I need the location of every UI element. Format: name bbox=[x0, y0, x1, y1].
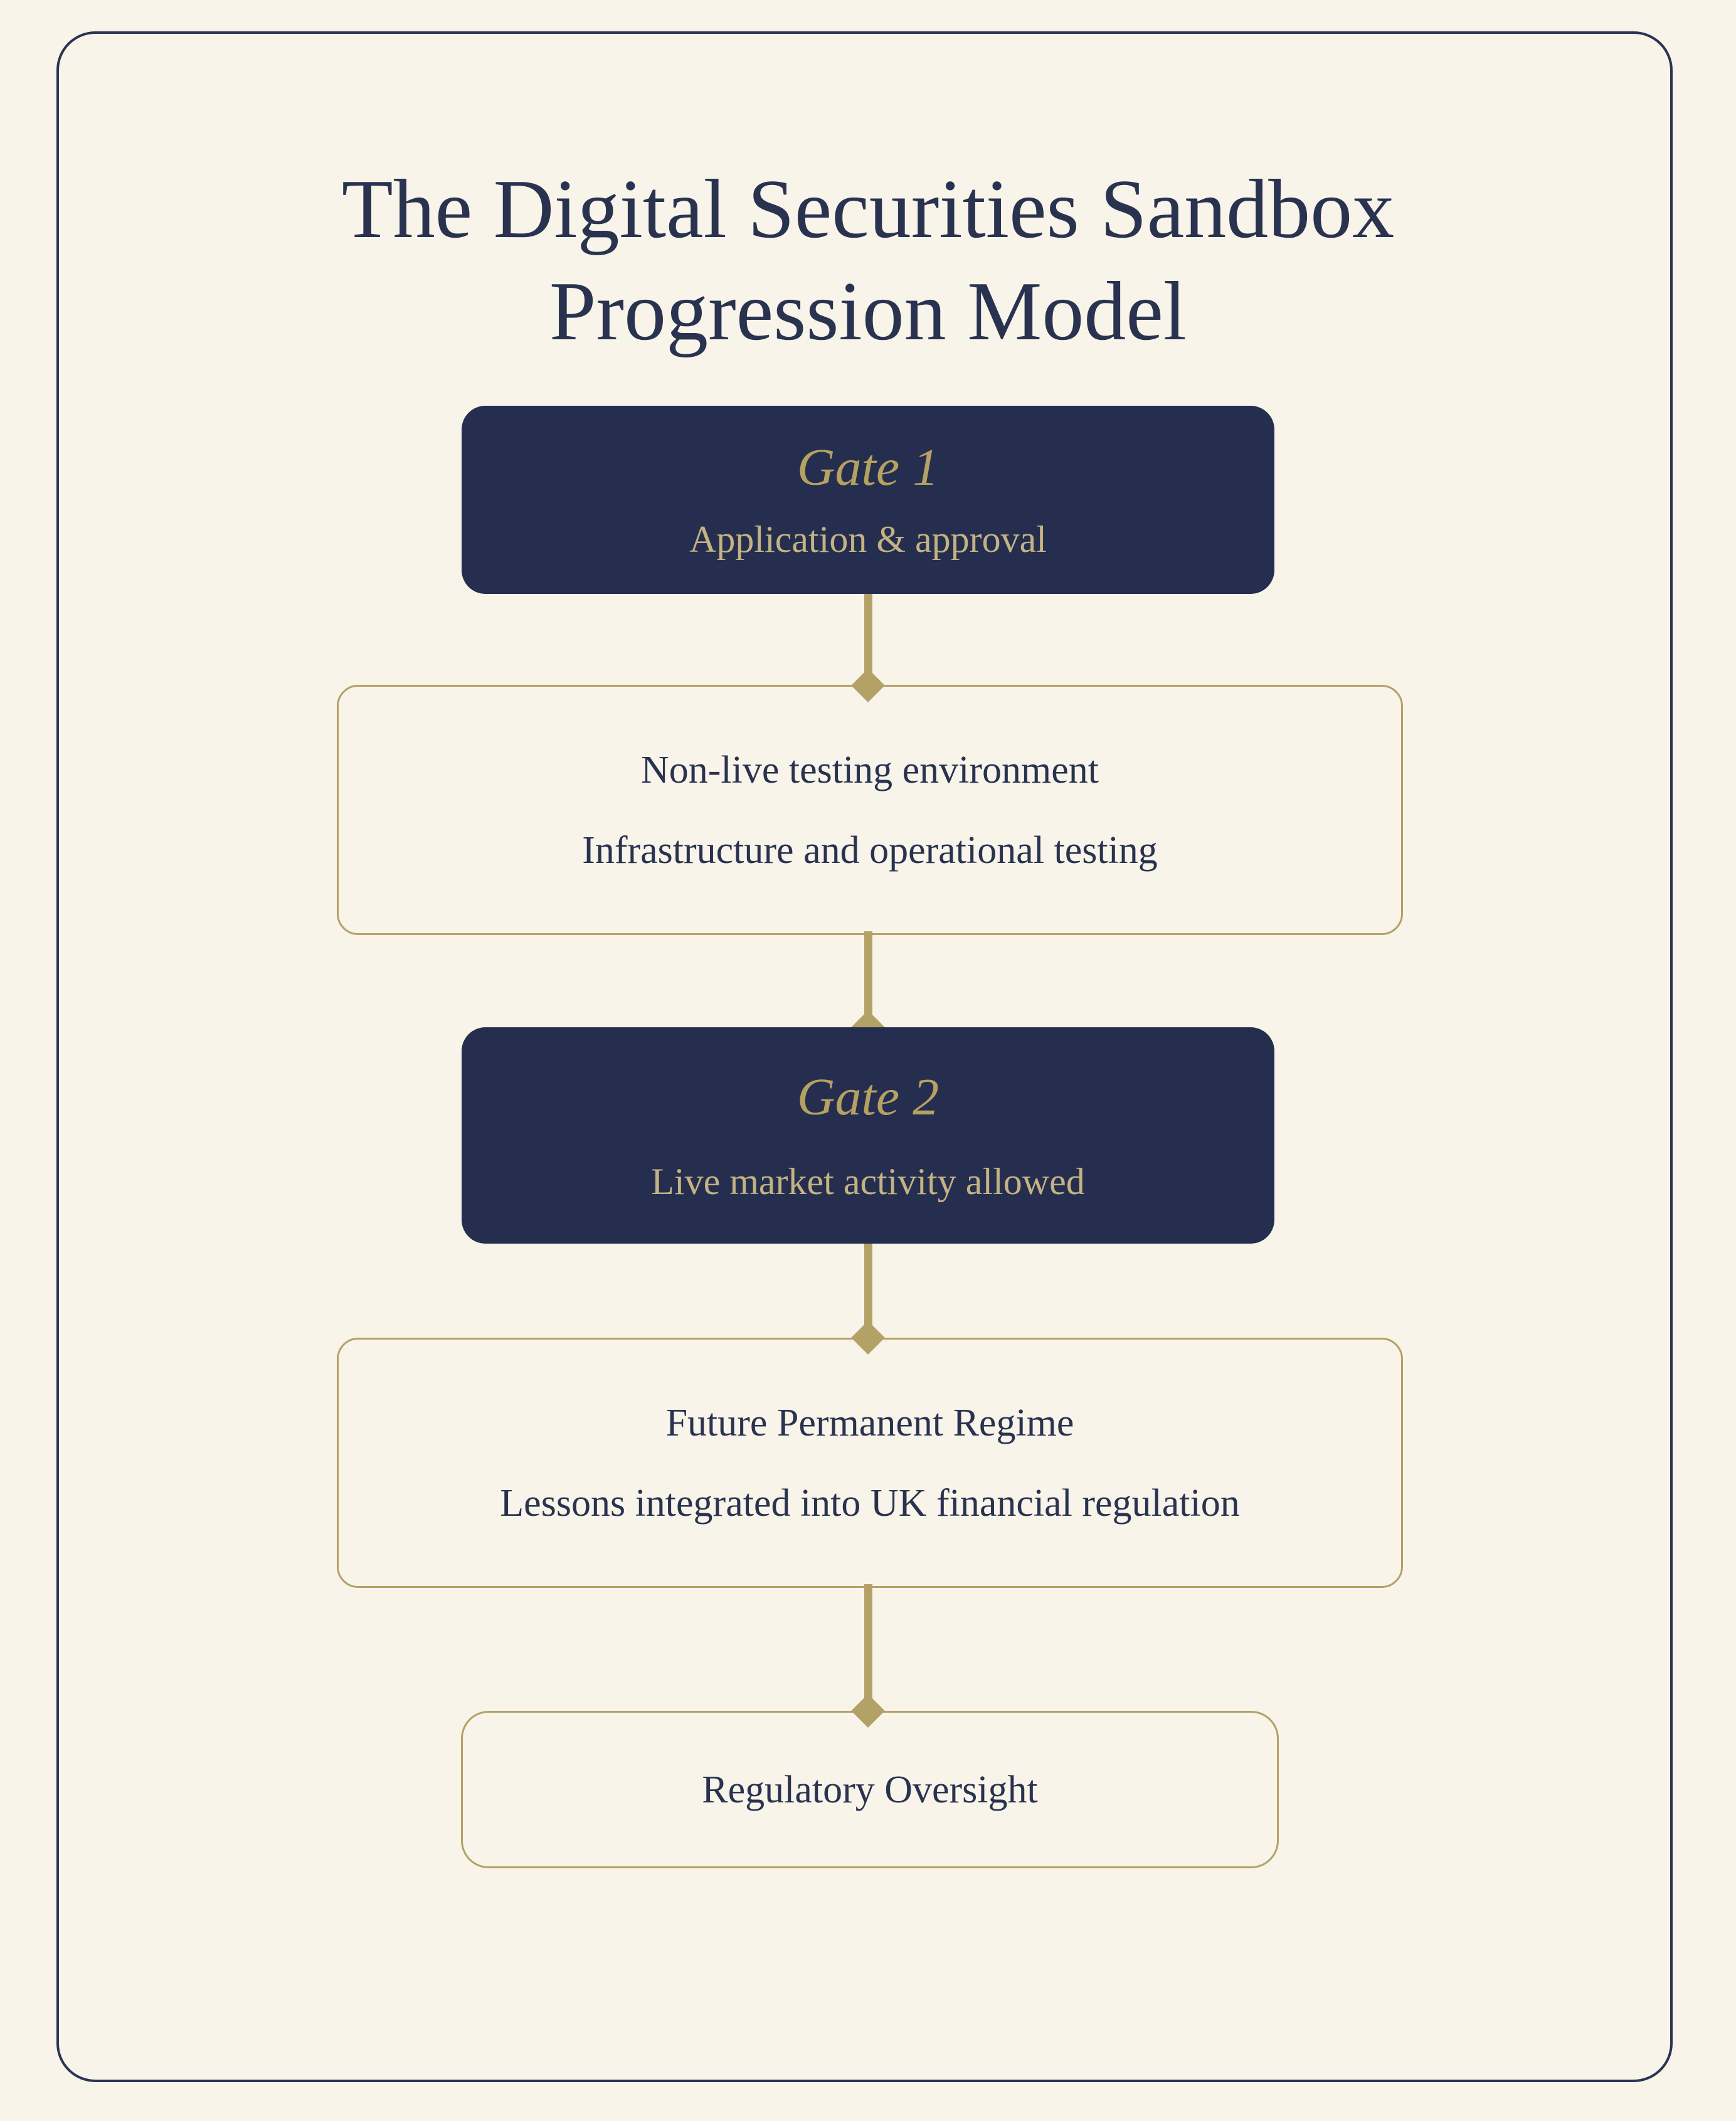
gate-1-node: Gate 1 Application & approval bbox=[462, 406, 1274, 594]
stage-non-live-testing-node: Non-live testing environment Infrastruct… bbox=[337, 685, 1403, 935]
connector-line-2 bbox=[864, 931, 872, 1027]
stage-1-line-2: Infrastructure and operational testing bbox=[582, 828, 1158, 872]
gate-1-title: Gate 1 bbox=[797, 438, 939, 497]
gate-2-node: Gate 2 Live market activity allowed bbox=[462, 1027, 1274, 1244]
connector-line-1 bbox=[864, 594, 872, 685]
page-title-line-1: The Digital Securities Sandbox bbox=[341, 162, 1395, 255]
connector-line-4 bbox=[864, 1584, 872, 1711]
stage-future-regime-node: Future Permanent Regime Lessons integrat… bbox=[337, 1338, 1403, 1588]
stage-2-line-2: Lessons integrated into UK financial reg… bbox=[500, 1481, 1240, 1525]
stage-2-line-1: Future Permanent Regime bbox=[665, 1401, 1074, 1444]
page-title-line-2: Progression Model bbox=[549, 265, 1187, 358]
stage-1-line-1: Non-live testing environment bbox=[640, 748, 1099, 791]
page-title: The Digital Securities Sandbox Progressi… bbox=[0, 158, 1736, 363]
connector-line-3 bbox=[864, 1244, 872, 1338]
gate-1-subtitle: Application & approval bbox=[689, 519, 1047, 560]
gate-2-title: Gate 2 bbox=[797, 1067, 939, 1126]
regulatory-oversight-node: Regulatory Oversight bbox=[461, 1711, 1279, 1868]
terminal-line-1: Regulatory Oversight bbox=[702, 1768, 1038, 1811]
gate-2-subtitle: Live market activity allowed bbox=[651, 1160, 1085, 1202]
